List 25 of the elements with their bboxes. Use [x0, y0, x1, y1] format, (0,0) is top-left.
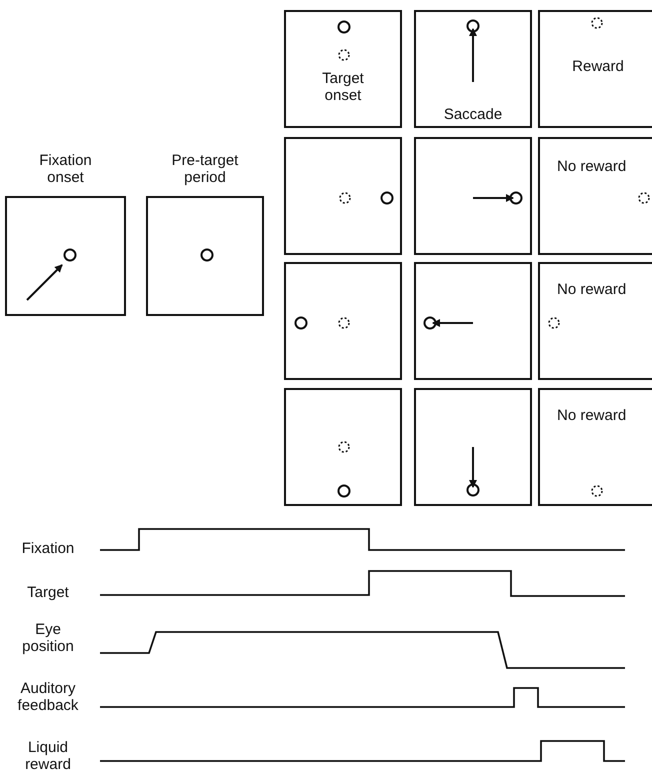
- screen-frame: [284, 10, 402, 128]
- signal-label: Eye position: [21, 621, 75, 655]
- screen-frame: [284, 262, 402, 380]
- screen-heading: Fixation onset: [38, 152, 93, 186]
- screen-frame: [414, 137, 532, 255]
- screen-caption: No reward: [557, 407, 628, 424]
- screen-heading: Pre-target period: [170, 152, 240, 186]
- screen-frame: [284, 137, 402, 255]
- screen-frame: [538, 262, 652, 380]
- screen-frame: [538, 388, 652, 506]
- screen-caption: Target onset: [321, 70, 365, 104]
- screen-frame: [414, 10, 532, 128]
- screen-frame: [414, 262, 532, 380]
- signal-label: Target: [26, 584, 70, 601]
- screen-caption: No reward: [557, 158, 628, 175]
- screen-caption: No reward: [557, 281, 628, 298]
- screen-frame: [538, 137, 652, 255]
- screen-caption: Reward: [571, 58, 625, 75]
- signal-label: Liquid reward: [24, 739, 72, 773]
- screen-frame: [284, 388, 402, 506]
- screen-caption: Saccade: [442, 106, 504, 123]
- screen-frame: [414, 388, 532, 506]
- screen-frame: [538, 10, 652, 128]
- signal-label: Auditory feedback: [16, 680, 80, 714]
- signal-label: Fixation: [20, 540, 76, 557]
